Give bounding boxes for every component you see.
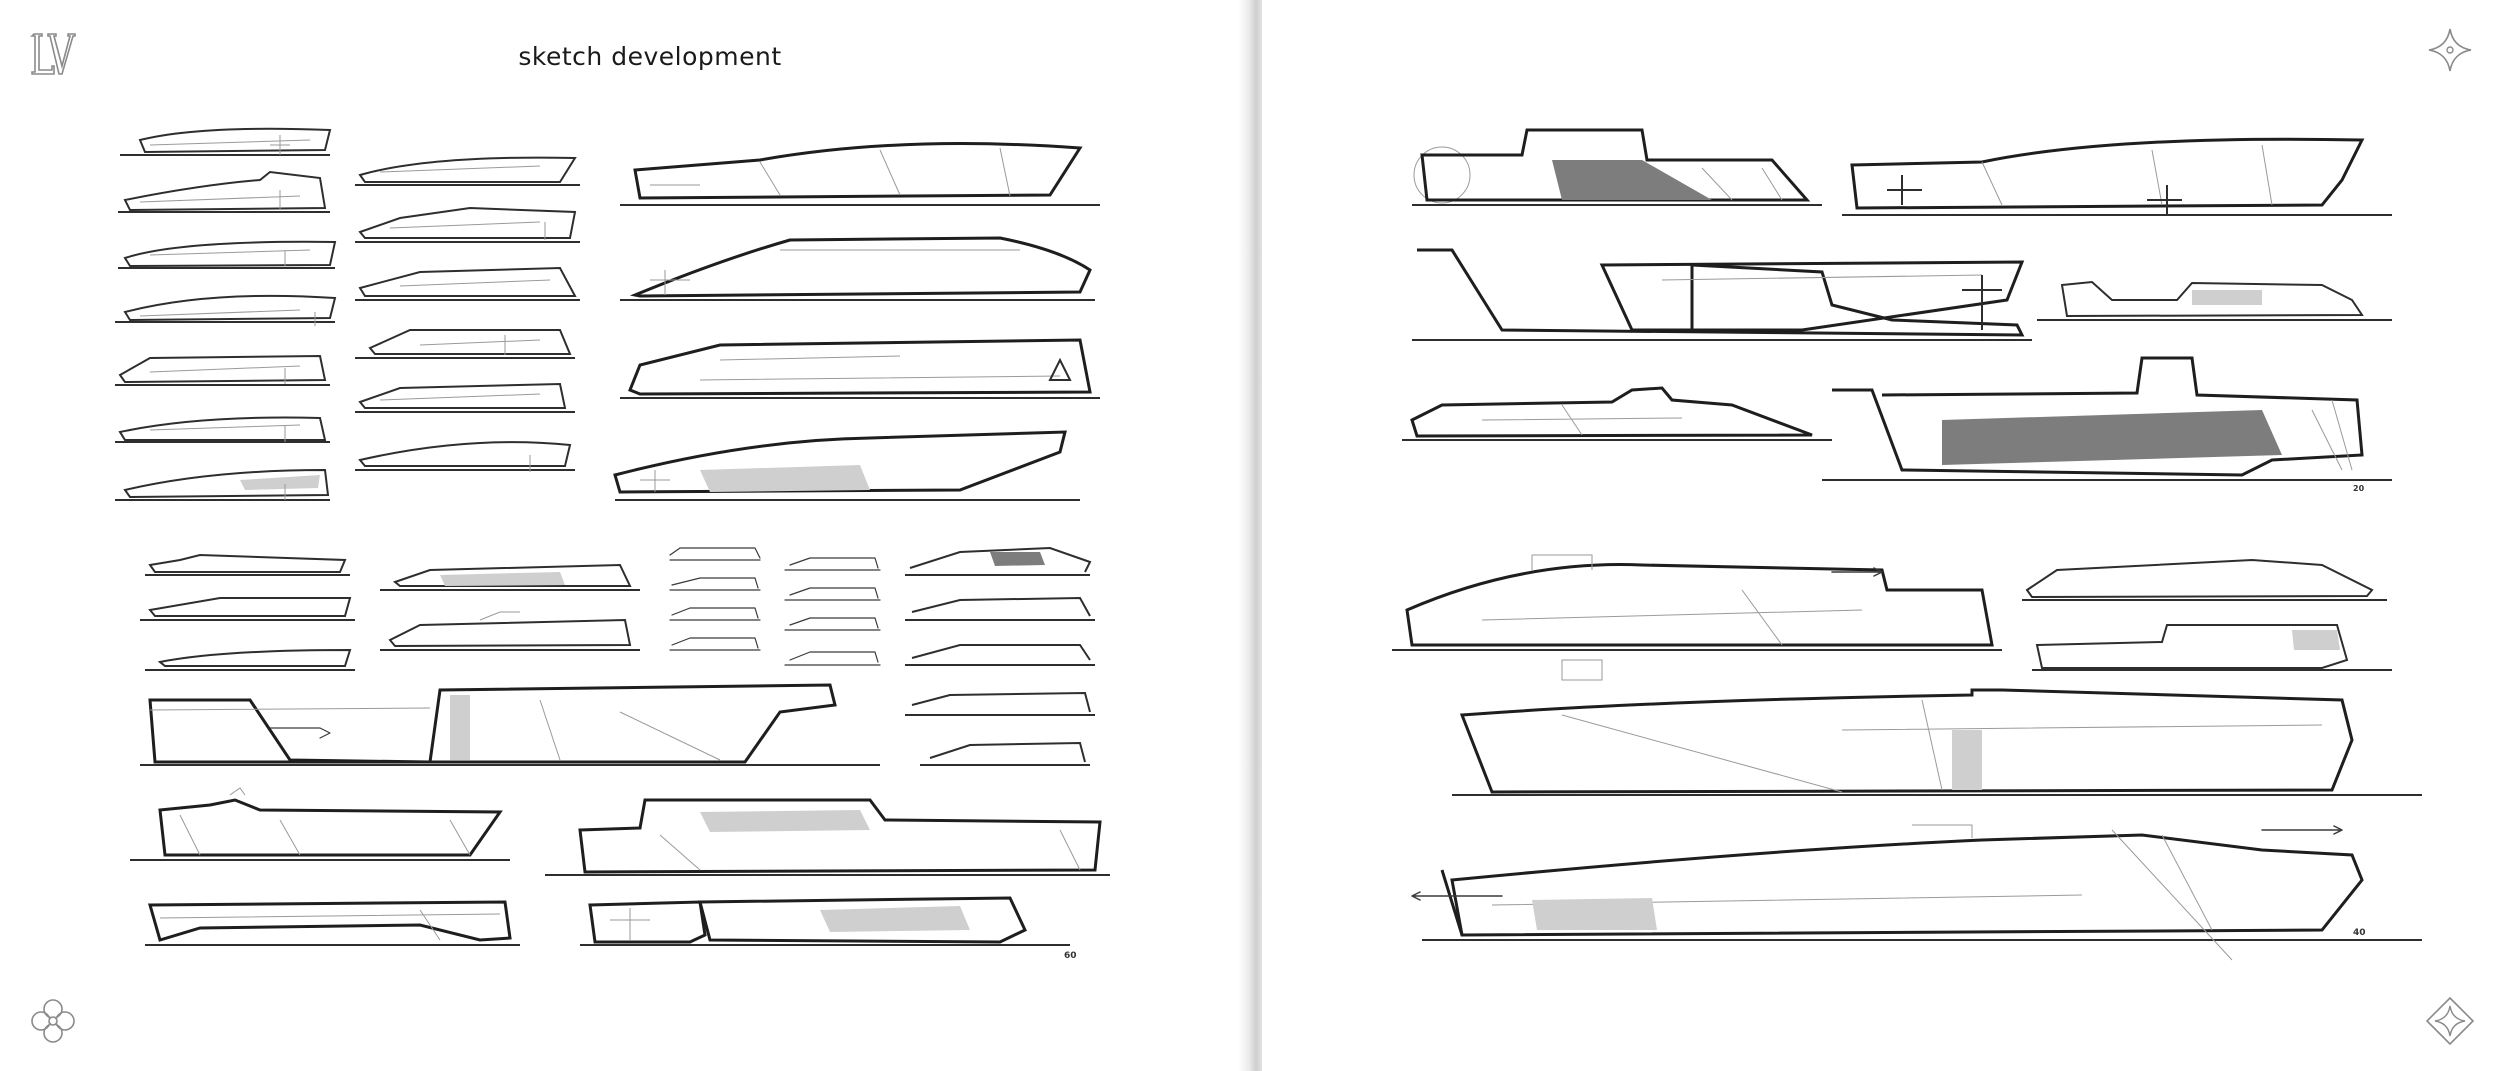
sketch-row-b6 — [355, 441, 575, 472]
sketch-right-r7 — [1392, 554, 2002, 651]
sketch-large-f3 — [545, 798, 1110, 876]
sketch-large-c2 — [620, 236, 1095, 301]
sketch-row-b3 — [355, 266, 580, 301]
sketch-row-a7 — [115, 468, 330, 501]
sketch-large-f4 — [145, 900, 520, 946]
sketch-row-a1 — [120, 127, 332, 156]
mini-sketch-cluster — [669, 546, 1095, 766]
sketch-row-a2 — [118, 170, 330, 213]
sketch-row-e2 — [380, 611, 640, 651]
sketch-right-r5 — [1402, 386, 1832, 441]
sketch-large-c3 — [620, 338, 1100, 399]
sketch-right-r3 — [1412, 248, 2032, 341]
sketch-row-a6 — [115, 416, 330, 443]
sketch-row-a4 — [115, 294, 337, 326]
page-title: sketch development — [518, 42, 782, 71]
sketch-row-b1 — [355, 156, 580, 186]
sketch-large-c4 — [613, 430, 1080, 501]
sketch-row-d3 — [145, 648, 355, 671]
sketch-large-c1 — [620, 142, 1100, 206]
page-number-right: 40 — [2353, 928, 2366, 938]
sketch-grid-right — [1392, 128, 2422, 961]
sketch-row-b5 — [355, 382, 575, 413]
sketch-row-b2 — [355, 206, 580, 243]
sketch-row-d2 — [140, 597, 355, 621]
sketch-large-f1 — [140, 683, 880, 766]
sketch-right-r1 — [1412, 128, 1822, 206]
sketch-row-d1 — [145, 553, 350, 576]
sketch-right-r9 — [2032, 624, 2392, 671]
sketch-row-e1 — [380, 563, 640, 591]
sketch-row-a3 — [118, 240, 337, 269]
page-number-left: 60 — [1064, 951, 1077, 961]
lv-monogram-icon — [30, 33, 76, 75]
sketch-row-a5 — [115, 354, 330, 386]
diamond-star-icon — [2425, 996, 2475, 1046]
quatrefoil-flower-icon — [31, 999, 75, 1043]
sketch-right-r6 — [1822, 356, 2392, 481]
page-number-sub: 20 — [2353, 484, 2365, 493]
sketch-large-f5 — [580, 896, 1070, 946]
sketch-large-f2 — [130, 787, 510, 861]
sketch-right-r4 — [2037, 280, 2392, 321]
right-page: 20 40 — [1262, 0, 2500, 1071]
left-page: sketch development — [30, 33, 1110, 1043]
sketch-right-r11 — [1411, 824, 2422, 961]
sketch-right-r10 — [1452, 659, 2422, 796]
sketch-right-r8 — [2022, 558, 2387, 601]
four-point-star-icon — [2428, 28, 2472, 72]
sketch-grid-left — [115, 127, 1110, 946]
sketch-row-b4 — [355, 329, 575, 359]
sketch-right-r2 — [1842, 137, 2392, 216]
